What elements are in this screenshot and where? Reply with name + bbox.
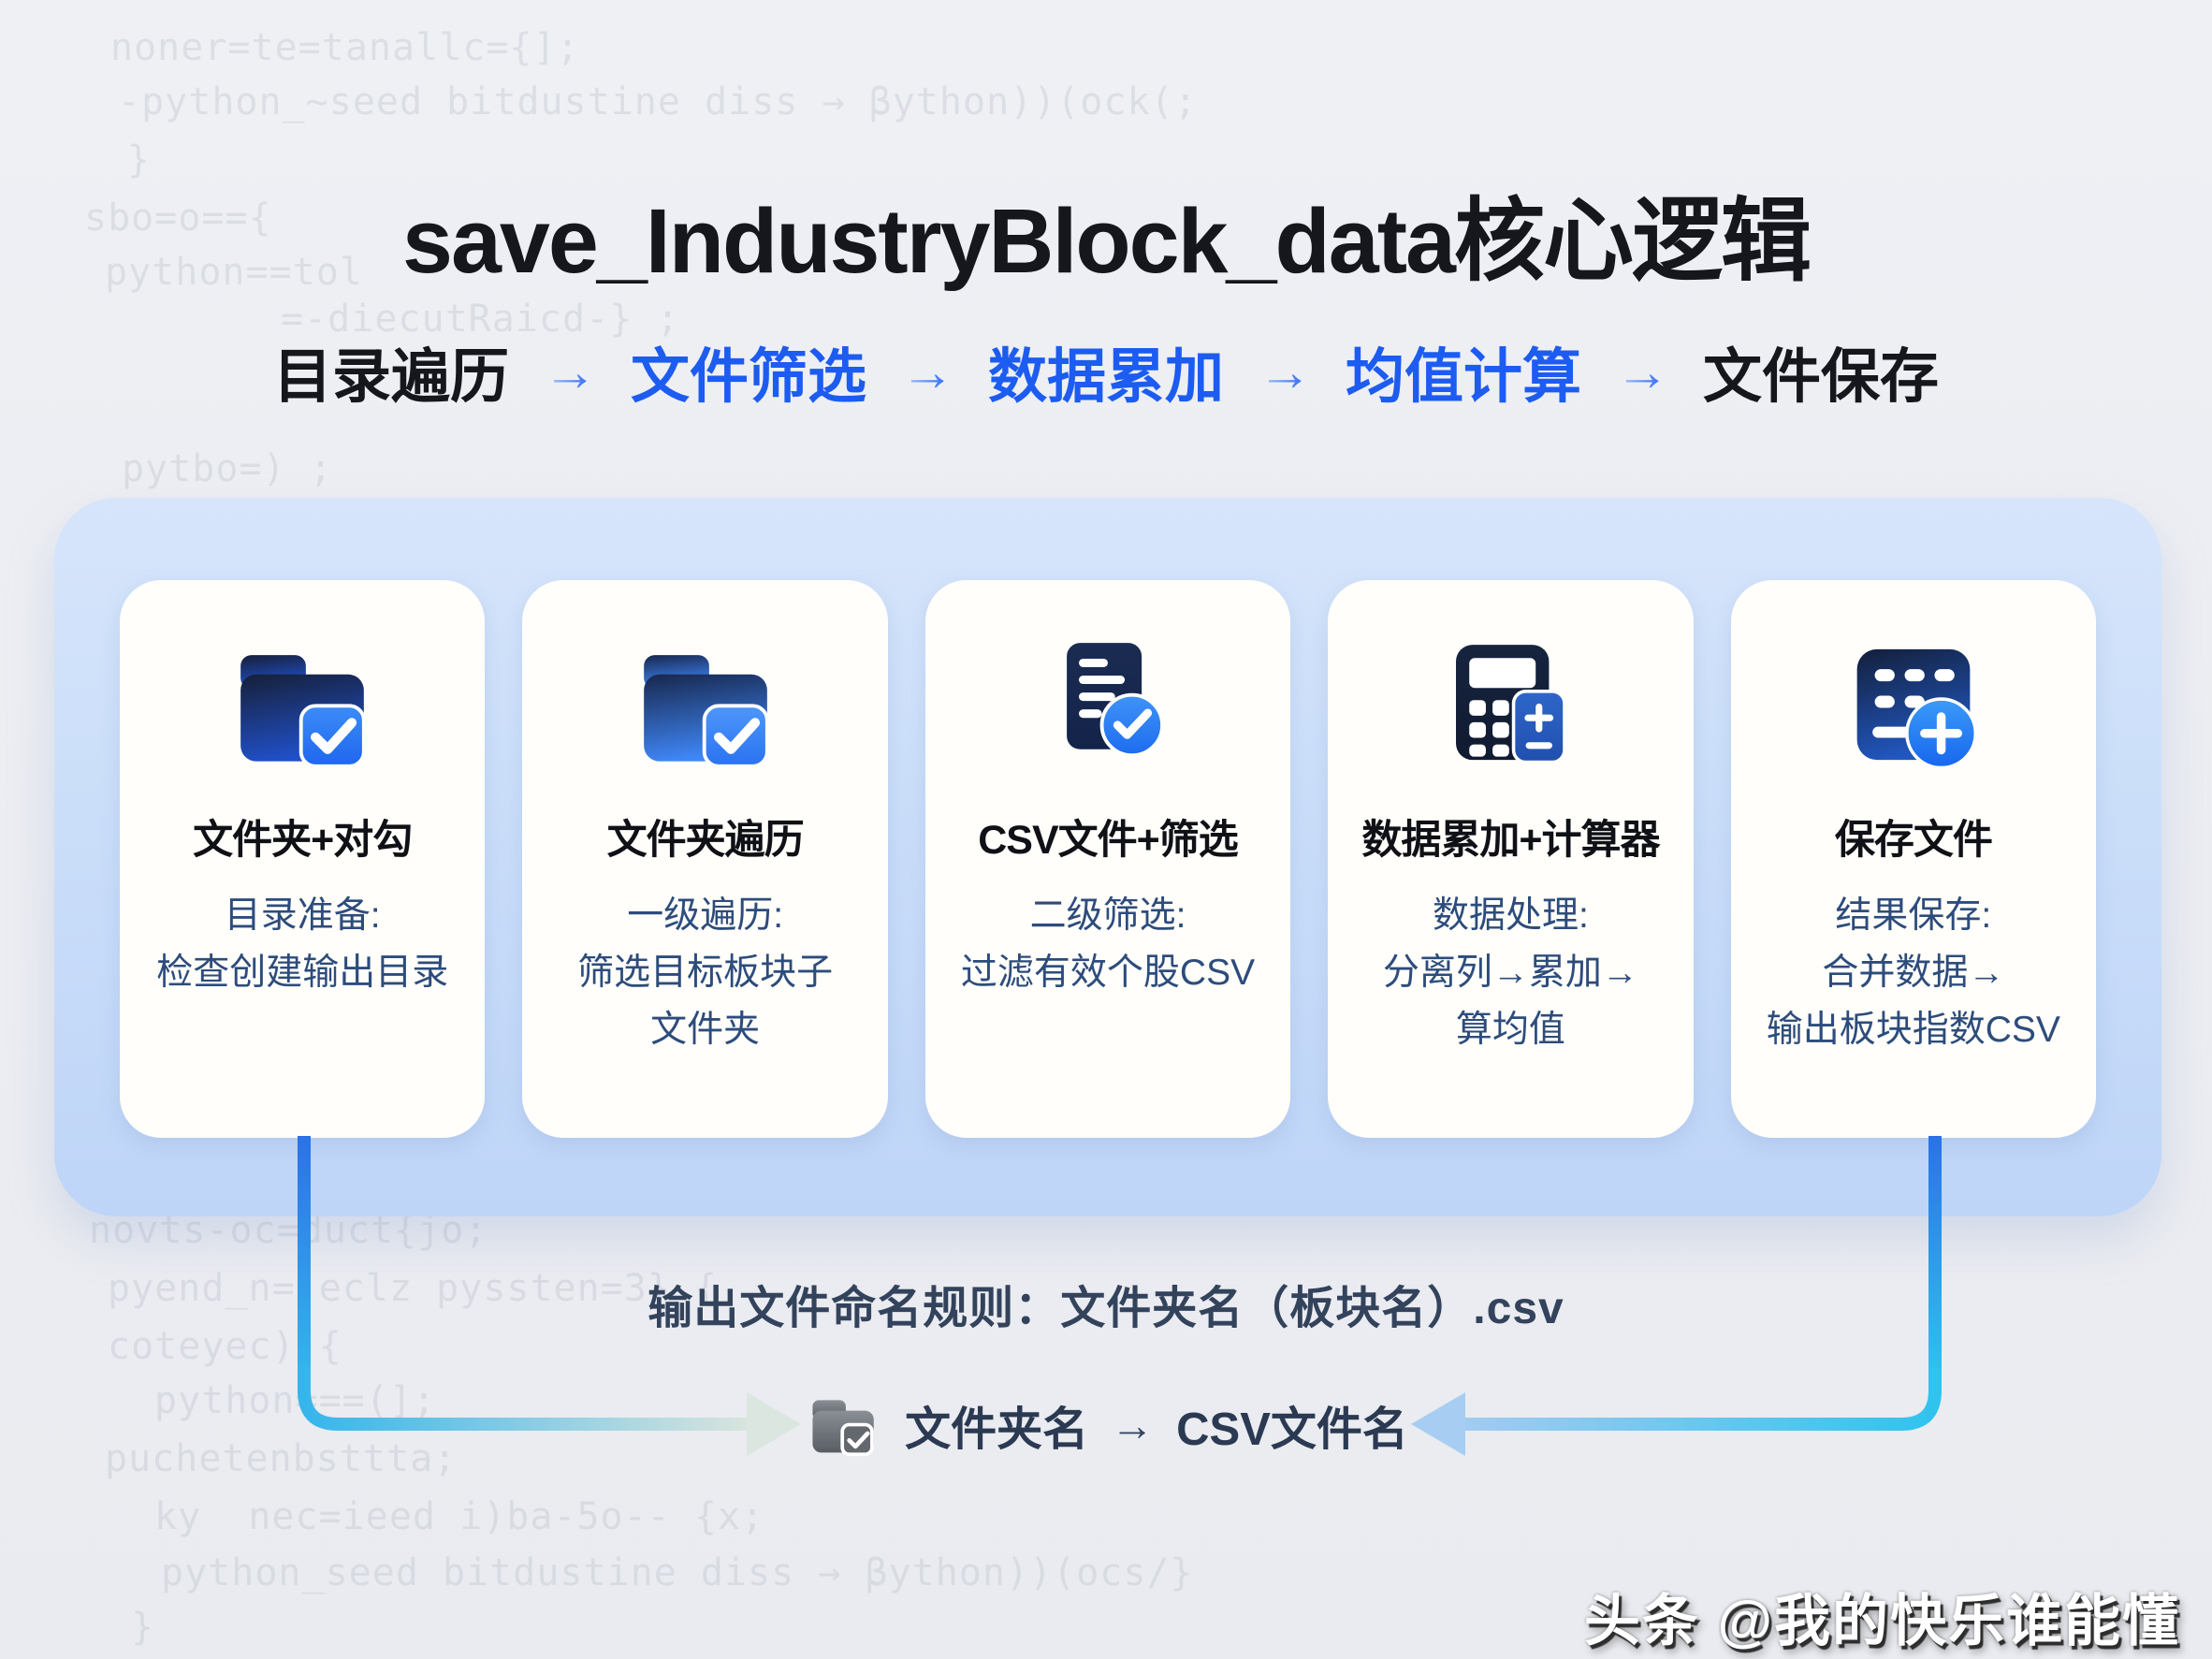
arrowhead-left-icon [1411, 1392, 1465, 1456]
background-code-line: python===(]; [154, 1379, 436, 1422]
card-description: 结果保存: 合并数据→ 输出板块指数CSV [1731, 888, 2096, 1058]
card-csv-filter: CSV文件+筛选 二级筛选: 过滤有效个股CSV [924, 580, 1291, 1138]
background-code-line: ky nec=ieed i)ba-5o-- {x; [154, 1495, 765, 1538]
csv-check-icon [1034, 638, 1182, 771]
background-code-line: =-diecutRaicd-} ; [281, 298, 680, 341]
folder-check-icon [224, 638, 381, 771]
flow-step-directory-traverse: 目录遍历 [273, 344, 509, 410]
background-code-line: coteyec) { [108, 1325, 342, 1368]
card-line: 二级筛选: [1029, 895, 1186, 936]
arrowhead-right-icon [747, 1392, 801, 1456]
card-title: 保存文件 [1834, 818, 1993, 863]
card-line: 目录准备: [224, 895, 381, 936]
background-code-line: pytbo=) ; [122, 447, 333, 490]
card-directory-prepare: 文件夹+对勾 目录准备: 检查创建输出目录 [120, 580, 486, 1138]
arrow-right-icon: → [1615, 342, 1669, 402]
arrow-right-icon: → [1111, 1401, 1155, 1449]
background-code-line: python==tol [105, 251, 363, 294]
background-code-line: puchetenbsttta; [105, 1437, 458, 1480]
card-title: 文件夹遍历 [606, 818, 805, 863]
card-description: 二级筛选: 过滤有效个股CSV [925, 888, 1290, 1002]
background-code-line: python_seed bitdustine diss → βython))(o… [161, 1551, 1194, 1594]
card-title: CSV文件+筛选 [978, 818, 1239, 863]
card-line: 输出板块指数CSV [1766, 1009, 2060, 1050]
card-title: 文件夹+对勾 [193, 818, 413, 863]
card-description: 一级遍历: 筛选目标板块子 文件夹 [522, 888, 887, 1058]
save-plus-icon [1840, 638, 1987, 771]
calculator-icon [1435, 638, 1585, 771]
page-title: save_IndustryBlock_data核心逻辑 [402, 190, 1812, 292]
arrow-right-icon: → [900, 342, 954, 402]
gray-folder-check-icon [804, 1391, 882, 1460]
folder-name-label: 文件夹名 [905, 1404, 1089, 1455]
card-line: 分离列→累加→ [1382, 952, 1638, 993]
card-description: 目录准备: 检查创建输出目录 [120, 888, 485, 1002]
background-code-line: } [127, 138, 152, 182]
card-line: 文件夹 [650, 1009, 761, 1050]
card-line: 结果保存: [1835, 895, 1992, 936]
csv-name-label: CSV文件名 [1176, 1404, 1408, 1455]
background-code-line: } [131, 1606, 155, 1649]
arrow-right-icon: → [1258, 342, 1312, 402]
output-naming-rule: 输出文件命名规则：文件夹名（板块名）.csv [648, 1284, 1564, 1333]
card-title: 数据累加+计算器 [1361, 818, 1660, 863]
card-line: 一级遍历: [627, 895, 784, 936]
card-data-accumulate: 数据累加+计算器 数据处理: 分离列→累加→ 算均值 [1328, 580, 1694, 1138]
folder-to-csv-mapping: 文件夹名 → CSV文件名 [804, 1374, 1408, 1477]
pipeline-flow: 目录遍历 → 文件筛选 → 数据累加 → 均值计算 → 文件保存 [0, 329, 2212, 415]
folder-check-icon [627, 638, 784, 771]
card-save-file: 保存文件 结果保存: 合并数据→ 输出板块指数CSV [1730, 580, 2097, 1138]
card-line: 算均值 [1455, 1009, 1565, 1050]
background-code-line: -python_~seed bitdustine diss → βython))… [118, 80, 1198, 124]
flow-step-file-save: 文件保存 [1703, 344, 1939, 410]
card-line: 数据处理: [1433, 895, 1589, 936]
background-code-line: sbo=o=={ [84, 196, 272, 240]
card-line: 合并数据→ [1822, 952, 2005, 993]
flow-step-file-filter: 文件筛选 [631, 344, 866, 410]
watermark: 头条 @我的快乐谁能懂 [1583, 1590, 2180, 1652]
cards-panel: 文件夹+对勾 目录准备: 检查创建输出目录 [54, 498, 2161, 1216]
background-code-line: pyend_n= eclz pyssten=3} { [108, 1267, 719, 1310]
flow-step-data-accumulate: 数据累加 [988, 344, 1224, 410]
card-line: 筛选目标板块子 [577, 952, 834, 993]
card-description: 数据处理: 分离列→累加→ 算均值 [1328, 888, 1693, 1058]
arrow-right-icon: → [543, 342, 597, 402]
card-folder-traverse: 文件夹遍历 一级遍历: 筛选目标板块子 文件夹 [522, 580, 888, 1138]
card-line: 过滤有效个股CSV [960, 952, 1256, 993]
card-line: 检查创建输出目录 [156, 952, 449, 993]
background-code-line: noner=te=tanallc={]; [110, 26, 580, 69]
flow-step-mean-calc: 均值计算 [1346, 344, 1581, 410]
